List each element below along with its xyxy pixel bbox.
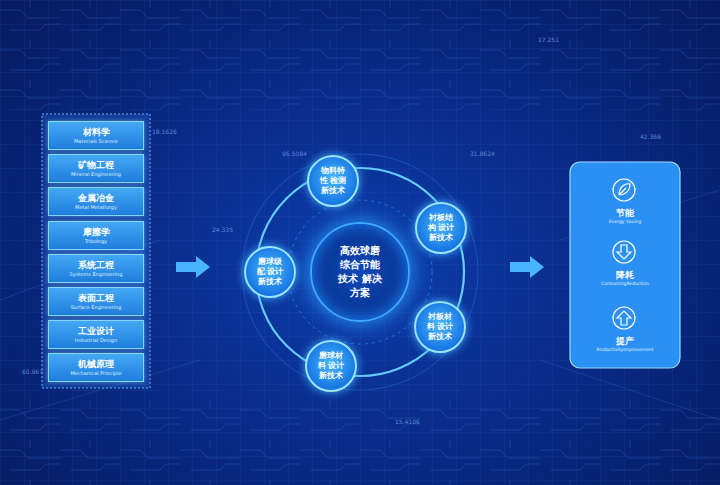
background-number: 15.4106: [395, 418, 420, 425]
node-subtitle: Metal Metallurgy: [75, 204, 117, 210]
discipline-box: 表面工程Surface Engineering: [48, 287, 144, 316]
node-title: 磨球材料 设计新技术: [318, 351, 345, 381]
background-number: 60.967: [22, 368, 43, 375]
node-title: 降耗: [616, 270, 634, 281]
background-number: 42.366: [640, 133, 661, 140]
icon-circle: [613, 179, 635, 201]
node-title: 金属冶金: [78, 193, 114, 204]
icon-circle: [613, 241, 635, 263]
node-subtitle: Industrial Design: [75, 337, 117, 343]
background-number: 24.335: [212, 226, 233, 233]
node-title: 衬板材料 设计新技术: [427, 312, 454, 342]
result-item: 降耗ConsumingReduction: [575, 266, 675, 290]
leaf-icon: [619, 184, 630, 195]
background-number: 31.8624: [470, 150, 495, 157]
background-number: 18.1626: [152, 128, 177, 135]
technology-circle: 磨球材料 设计新技术: [305, 340, 357, 392]
node-title: 矿物工程: [78, 160, 114, 171]
flow-arrow: [510, 256, 544, 278]
node-subtitle: Tribology: [85, 238, 108, 244]
flow-arrow: [176, 256, 210, 278]
node-subtitle: Energy Saving: [609, 219, 641, 225]
down-arrow-icon: [617, 245, 631, 259]
outer-ring: [242, 154, 478, 390]
technology-circle: 衬板材料 设计新技术: [414, 301, 466, 353]
discipline-box: 摩擦学Tribology: [48, 221, 144, 250]
background-number: 96.5084: [282, 150, 307, 157]
discipline-box: 材料学Materials Science: [48, 121, 144, 150]
result-item: 节能Energy Saving: [575, 204, 675, 228]
node-title: 高效球磨 综合节能技术 解决方案: [338, 244, 382, 300]
node-title: 材料学: [83, 127, 110, 138]
right-panel: [570, 162, 680, 368]
node-subtitle: Mineral Engineering: [71, 171, 121, 177]
discipline-box: 矿物工程Mineral Engineering: [48, 154, 144, 183]
discipline-box: 系统工程Systems Engineering: [48, 254, 144, 283]
background-number: 17.251: [538, 36, 559, 43]
node-title: 磨球级配 设计新技术: [257, 257, 284, 287]
icon-circle: [613, 307, 635, 329]
circuit-lines: [0, 0, 720, 110]
node-subtitle: ProductivityImprovement: [597, 347, 654, 353]
node-subtitle: Surface Engineering: [71, 304, 122, 310]
up-arrow-icon: [617, 311, 631, 325]
circuit-lines: [0, 390, 720, 485]
node-title: 物料特性 检测新技术: [320, 166, 347, 196]
node-subtitle: Materials Science: [74, 138, 118, 144]
result-item: 提产ProductivityImprovement: [575, 332, 675, 356]
node-title: 机械原理: [78, 359, 114, 370]
node-title: 衬板结构 设计新技术: [428, 213, 455, 243]
technology-circle: 衬板结构 设计新技术: [415, 202, 467, 254]
node-title: 工业设计: [78, 326, 114, 337]
result-icons: [613, 179, 635, 329]
node-title: 表面工程: [78, 293, 114, 304]
technology-circle: 物料特性 检测新技术: [307, 155, 359, 207]
inner-ring: [288, 200, 432, 344]
node-subtitle: Mechanical Principle: [70, 370, 121, 376]
node-subtitle: Systems Engineering: [70, 271, 123, 277]
node-title: 系统工程: [78, 260, 114, 271]
technology-circle: 磨球级配 设计新技术: [244, 246, 296, 298]
node-title: 提产: [616, 336, 634, 347]
core-circle: 高效球磨 综合节能技术 解决方案: [310, 222, 410, 322]
discipline-box: 金属冶金Metal Metallurgy: [48, 187, 144, 216]
discipline-box: 机械原理Mechanical Principle: [48, 353, 144, 382]
discipline-box: 工业设计Industrial Design: [48, 320, 144, 349]
node-subtitle: ConsumingReduction: [601, 281, 649, 287]
node-title: 节能: [616, 208, 634, 219]
left-panel: [42, 114, 150, 388]
node-title: 摩擦学: [83, 227, 110, 238]
